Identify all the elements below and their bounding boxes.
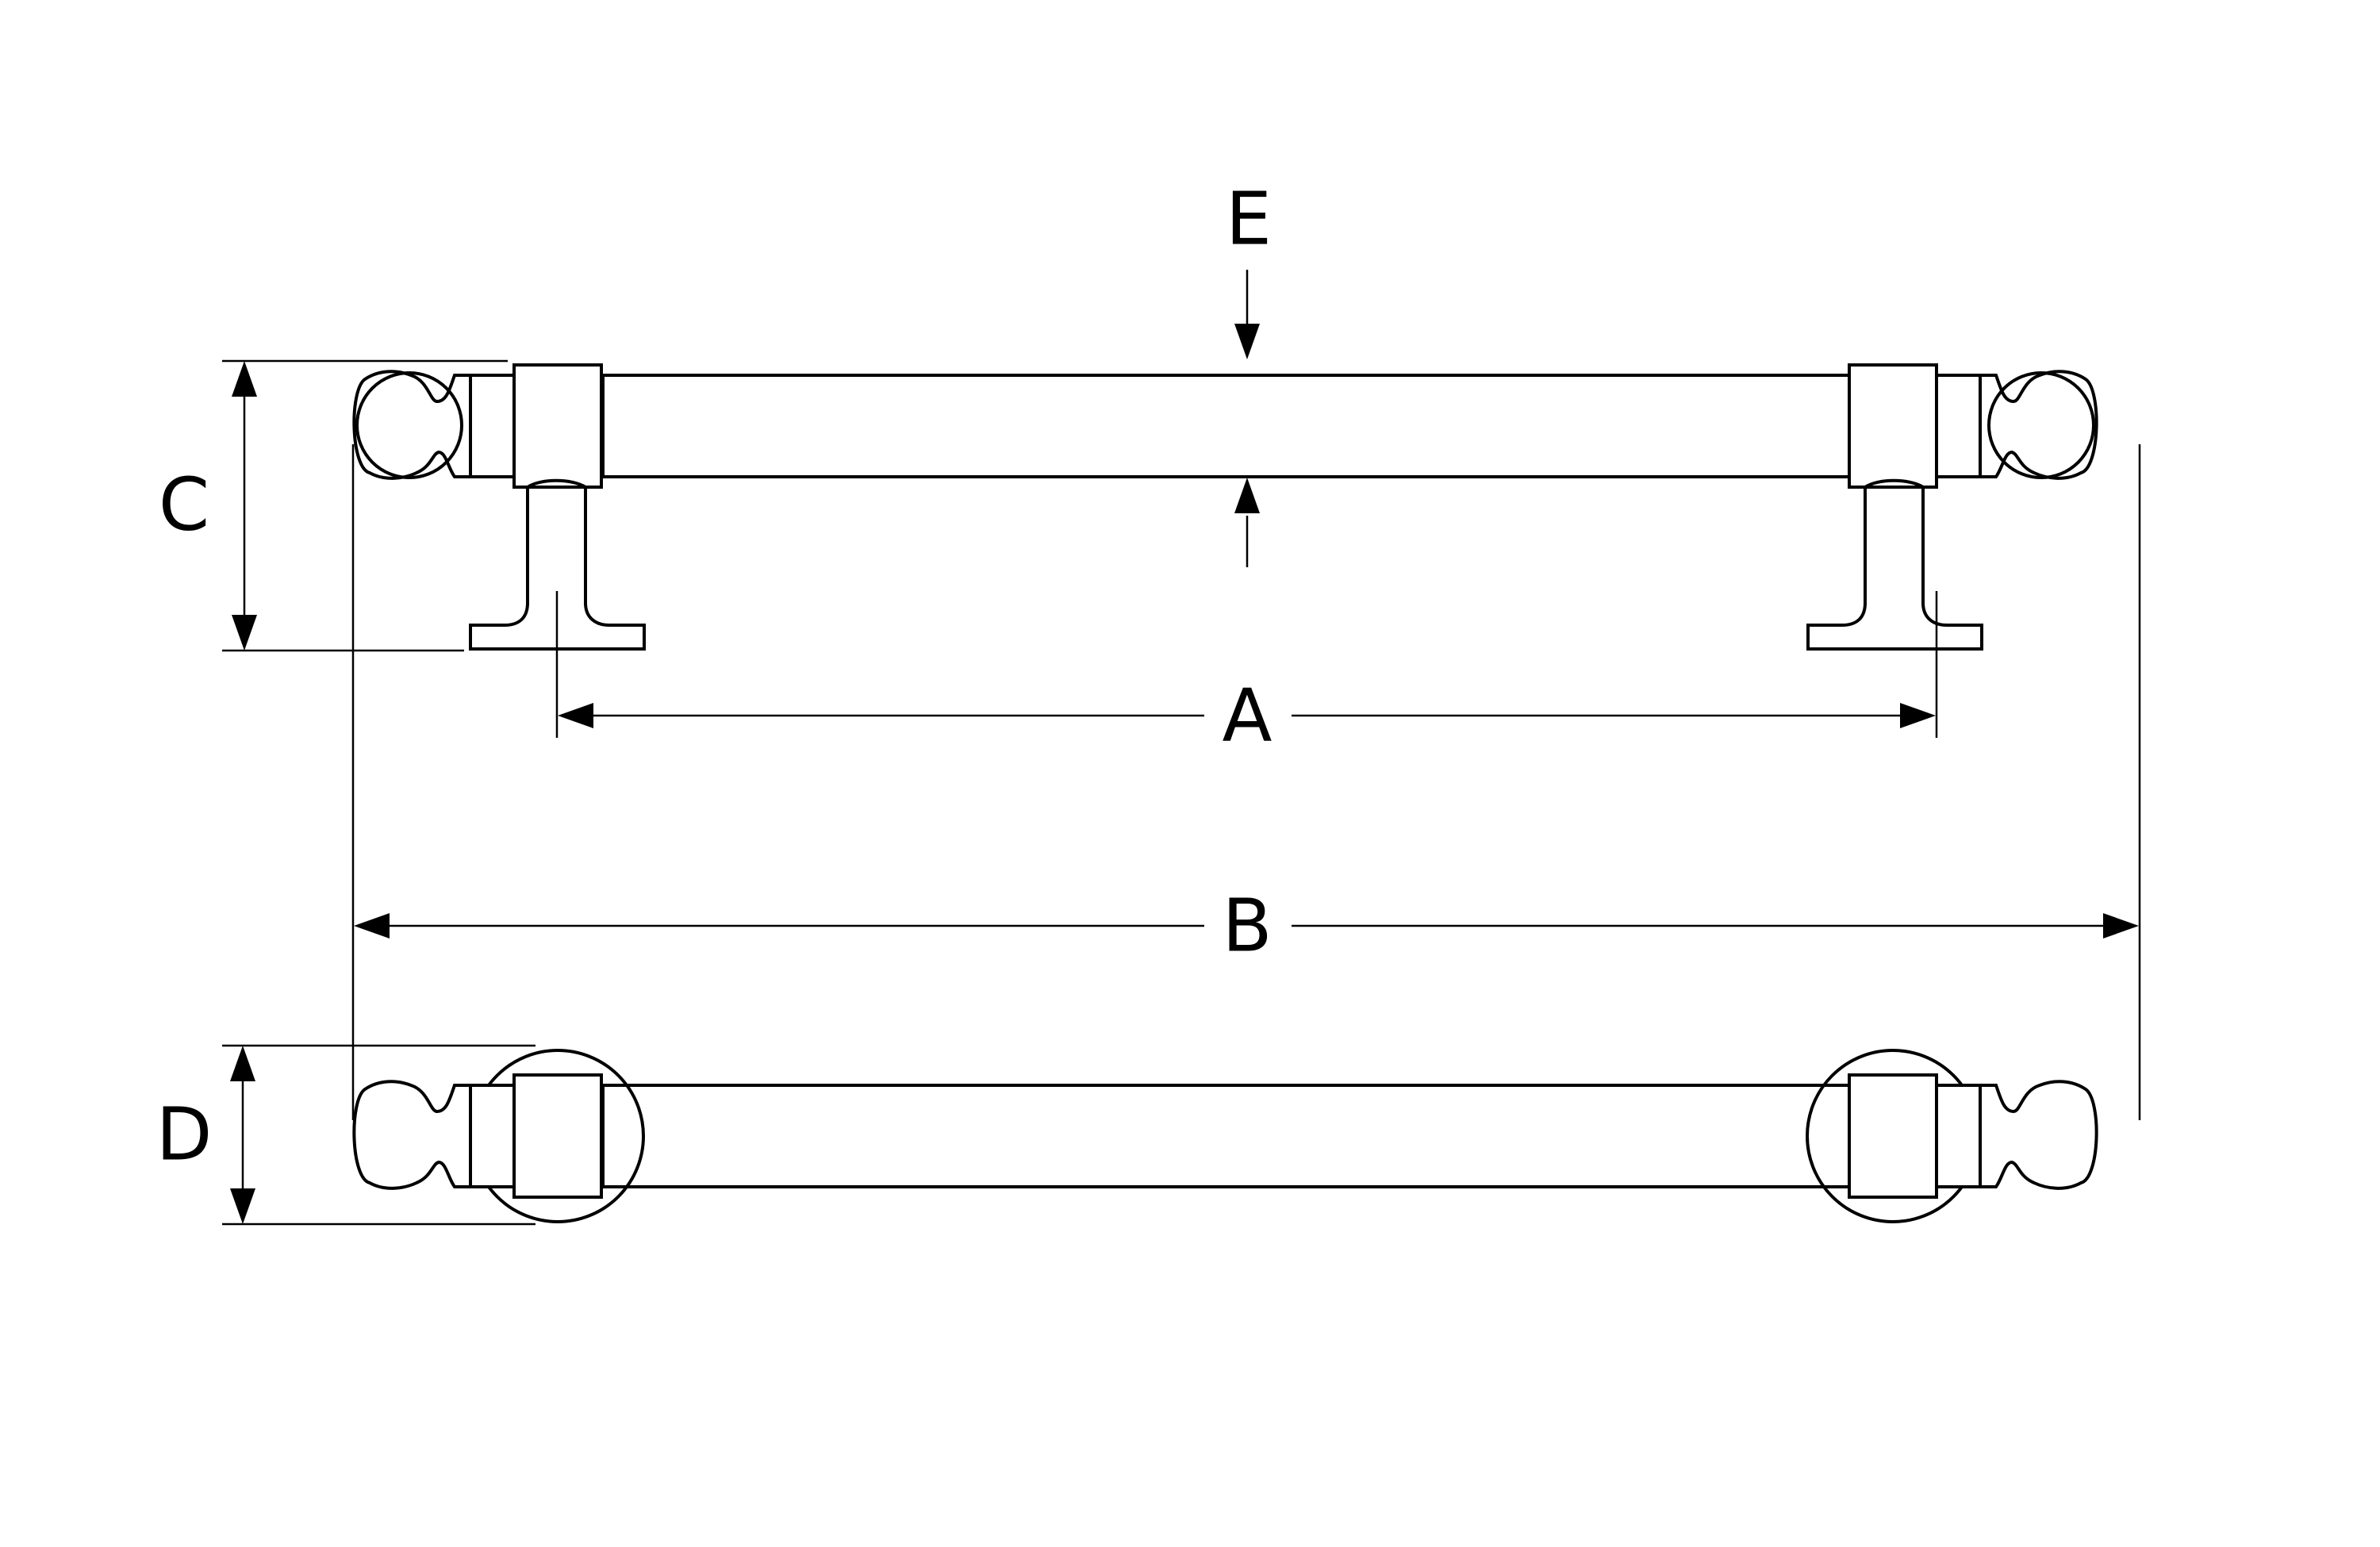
side-right-post: [1806, 478, 1983, 651]
c-arrow-top: [232, 361, 257, 397]
handle-side-view: [352, 363, 2098, 651]
side-left-ball: [355, 371, 463, 479]
top-left-end-knob: [352, 1080, 472, 1190]
side-left-collar: [469, 374, 516, 478]
c-arrow-bottom: [232, 615, 257, 651]
d-arrow-top: [230, 1046, 255, 1081]
handle-top-view: [352, 1049, 2098, 1223]
e-arrow-top: [1234, 324, 1260, 359]
label-c: C: [159, 463, 209, 547]
side-left-block: [512, 363, 603, 489]
dimension-a: A: [555, 591, 1938, 758]
top-right-end-knob: [1979, 1080, 2098, 1190]
side-left-post: [469, 478, 646, 651]
d-arrow-bottom: [230, 1188, 255, 1224]
e-arrow-bottom: [1234, 478, 1260, 513]
side-right-end-knob: [1979, 370, 2098, 480]
top-bar: [601, 1084, 1906, 1188]
dimension-c: C: [159, 359, 508, 652]
side-bar: [601, 374, 1906, 478]
dimension-d: D: [156, 1044, 536, 1226]
top-right-block: [1848, 1073, 1938, 1199]
b-arrow-right: [2103, 913, 2139, 939]
top-right-collar: [1935, 1084, 1982, 1188]
a-arrow-left: [558, 703, 593, 728]
dimension-e: E: [1226, 177, 1272, 567]
b-label-gap: [1204, 885, 1292, 967]
top-left-collar: [469, 1084, 516, 1188]
side-right-block: [1848, 363, 1938, 489]
label-b: B: [1222, 884, 1272, 969]
top-left-block: [512, 1073, 603, 1199]
label-d: D: [156, 1092, 213, 1177]
a-label-gap: [1204, 674, 1292, 757]
label-a: A: [1223, 674, 1273, 758]
side-left-end-knob: [352, 370, 472, 480]
dimension-b: B: [351, 444, 2141, 1120]
b-arrow-left: [354, 913, 390, 939]
side-right-ball: [1987, 371, 2095, 479]
a-arrow-right: [1900, 703, 1936, 728]
label-e: E: [1226, 177, 1272, 262]
side-right-collar: [1935, 374, 1982, 478]
